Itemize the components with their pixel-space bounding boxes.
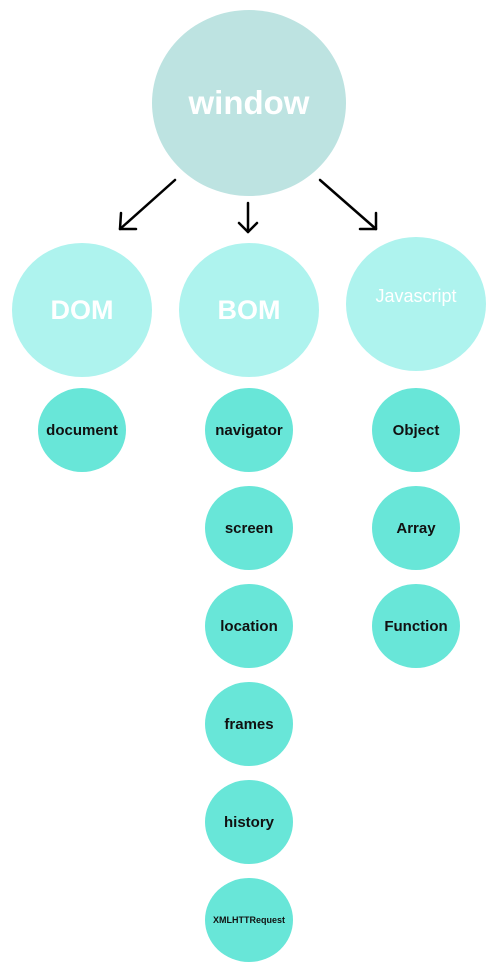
leaf-label: XMLHTTRequest [213,915,285,925]
leaf-label: history [223,813,274,831]
leaf-label: location [220,617,278,635]
dom-label: DOM [50,294,114,325]
leaf-navigator: navigator [205,388,293,472]
window-label: window [188,84,310,121]
leaf-function: Function [372,584,460,668]
leaf-document: document [38,388,126,472]
leaf-label: Object [392,421,440,439]
leaf-label: navigator [215,421,283,439]
dom-node: DOM [12,243,152,377]
arrow-down-icon [237,201,259,234]
leaf-label: frames [224,715,274,733]
leaf-label: document [46,421,118,439]
bom-label: BOM [217,294,281,325]
leaf-object: Object [372,388,460,472]
leaf-history: history [205,780,293,864]
leaf-xmlhttrequest: XMLHTTRequest [205,878,293,962]
bom-node: BOM [179,243,319,377]
leaf-array: Array [372,486,460,570]
arrow-down-left-icon [118,178,177,231]
arrow-down-right-icon [318,178,378,231]
leaf-screen: screen [205,486,293,570]
window-node: window [152,10,346,196]
javascript-node: Javascript [346,237,486,371]
leaf-label: screen [224,519,274,537]
leaf-frames: frames [205,682,293,766]
leaf-label: Function [384,617,448,635]
javascript-label: Javascript [375,285,457,306]
leaf-location: location [205,584,293,668]
leaf-label: Array [396,519,436,537]
